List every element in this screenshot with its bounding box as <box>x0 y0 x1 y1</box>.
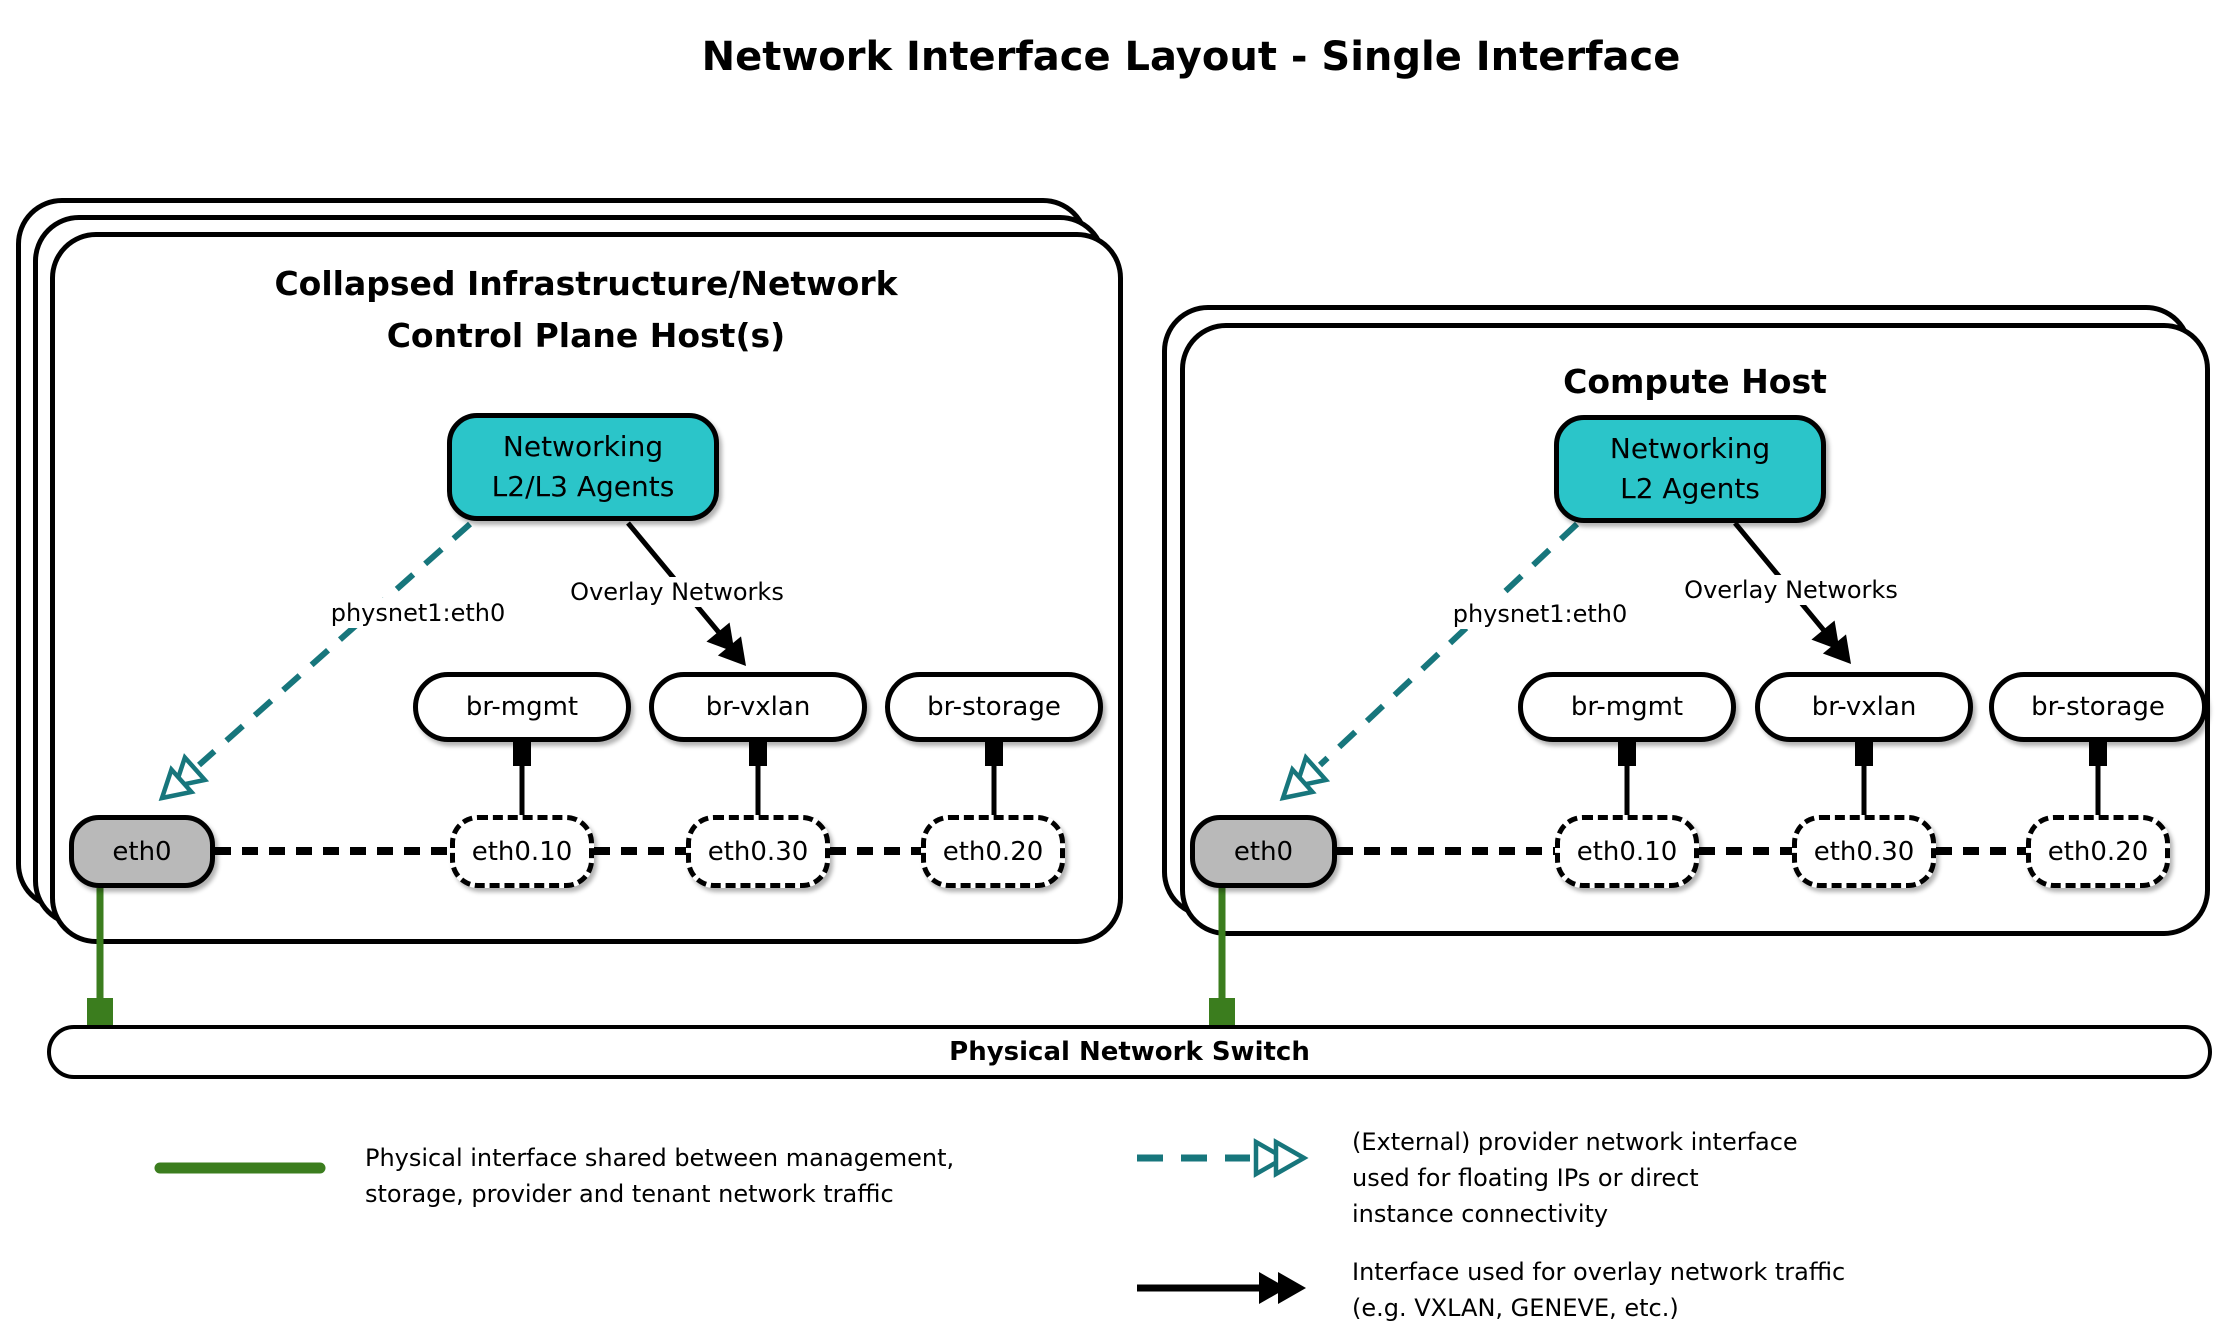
host2-eth0-node: eth0 <box>1190 815 1337 888</box>
host1-eth0-node: eth0 <box>69 815 215 888</box>
host1-br-mgmt-node: br-mgmt <box>413 672 631 742</box>
host2-title: Compute Host <box>1195 356 2195 408</box>
host1-eth0-10-node: eth0.10 <box>450 815 594 888</box>
host1-br-vxlan-node: br-vxlan <box>649 672 867 742</box>
host2-networking-agents-node: Networking L2 Agents <box>1554 415 1826 523</box>
page-title: Network Interface Layout - Single Interf… <box>701 34 1681 80</box>
host1-eth0-30-node: eth0.30 <box>686 815 830 888</box>
host2-br-vxlan-node: br-vxlan <box>1755 672 1973 742</box>
legend-provider-arrow-swatch <box>1137 1138 1309 1178</box>
legend-physical-line2: storage, provider and tenant network tra… <box>365 1180 894 1208</box>
legend-overlay-line2: (e.g. VXLAN, GENEVE, etc.) <box>1352 1294 1679 1322</box>
host2-eth0-20-node: eth0.20 <box>2026 815 2170 888</box>
host1-eth0-20-node: eth0.20 <box>921 815 1065 888</box>
host2-title-line1: Compute Host <box>1563 362 1827 401</box>
host2-br-storage-node: br-storage <box>1989 672 2207 742</box>
host2-overlay-arrow-label: Overlay Networks <box>1681 575 1901 605</box>
host1-title-line1: Collapsed Infrastructure/Network <box>274 264 898 303</box>
host1-agent-line2: L2/L3 Agents <box>491 470 675 503</box>
physical-network-switch: Physical Network Switch <box>47 1025 2212 1079</box>
host1-overlay-arrow-label: Overlay Networks <box>567 577 787 607</box>
legend-overlay-line1: Interface used for overlay network traff… <box>1352 1258 1846 1286</box>
host1-provider-arrow-label: physnet1:eth0 <box>308 598 528 628</box>
host1-agent-line1: Networking <box>502 430 664 463</box>
legend-overlay-arrow-swatch <box>1137 1272 1306 1304</box>
legend-overlay-interface-text: Interface used for overlay network traff… <box>1352 1254 1845 1326</box>
host1-title: Collapsed Infrastructure/Network Control… <box>86 258 1086 362</box>
legend-physical-line1: Physical interface shared between manage… <box>365 1144 955 1172</box>
host1-title-line2: Control Plane Host(s) <box>386 316 786 355</box>
host2-eth0-30-node: eth0.30 <box>1792 815 1936 888</box>
host1-networking-agents-node: Networking L2/L3 Agents <box>447 413 719 521</box>
host2-br-mgmt-node: br-mgmt <box>1518 672 1736 742</box>
legend-provider-line2: used for floating IPs or direct <box>1352 1164 1699 1192</box>
host2-agent-line1: Networking <box>1609 432 1771 465</box>
host2-eth0-10-node: eth0.10 <box>1555 815 1699 888</box>
host2-agent-line2: L2 Agents <box>1620 472 1760 505</box>
legend-provider-line1: (External) provider network interface <box>1352 1128 1798 1156</box>
host2-provider-arrow-label: physnet1:eth0 <box>1430 599 1650 629</box>
legend-provider-interface-text: (External) provider network interface us… <box>1352 1124 1798 1232</box>
legend-provider-line3: instance connectivity <box>1352 1200 1609 1228</box>
legend-physical-interface-text: Physical interface shared between manage… <box>365 1140 954 1212</box>
host1-br-storage-node: br-storage <box>885 672 1103 742</box>
